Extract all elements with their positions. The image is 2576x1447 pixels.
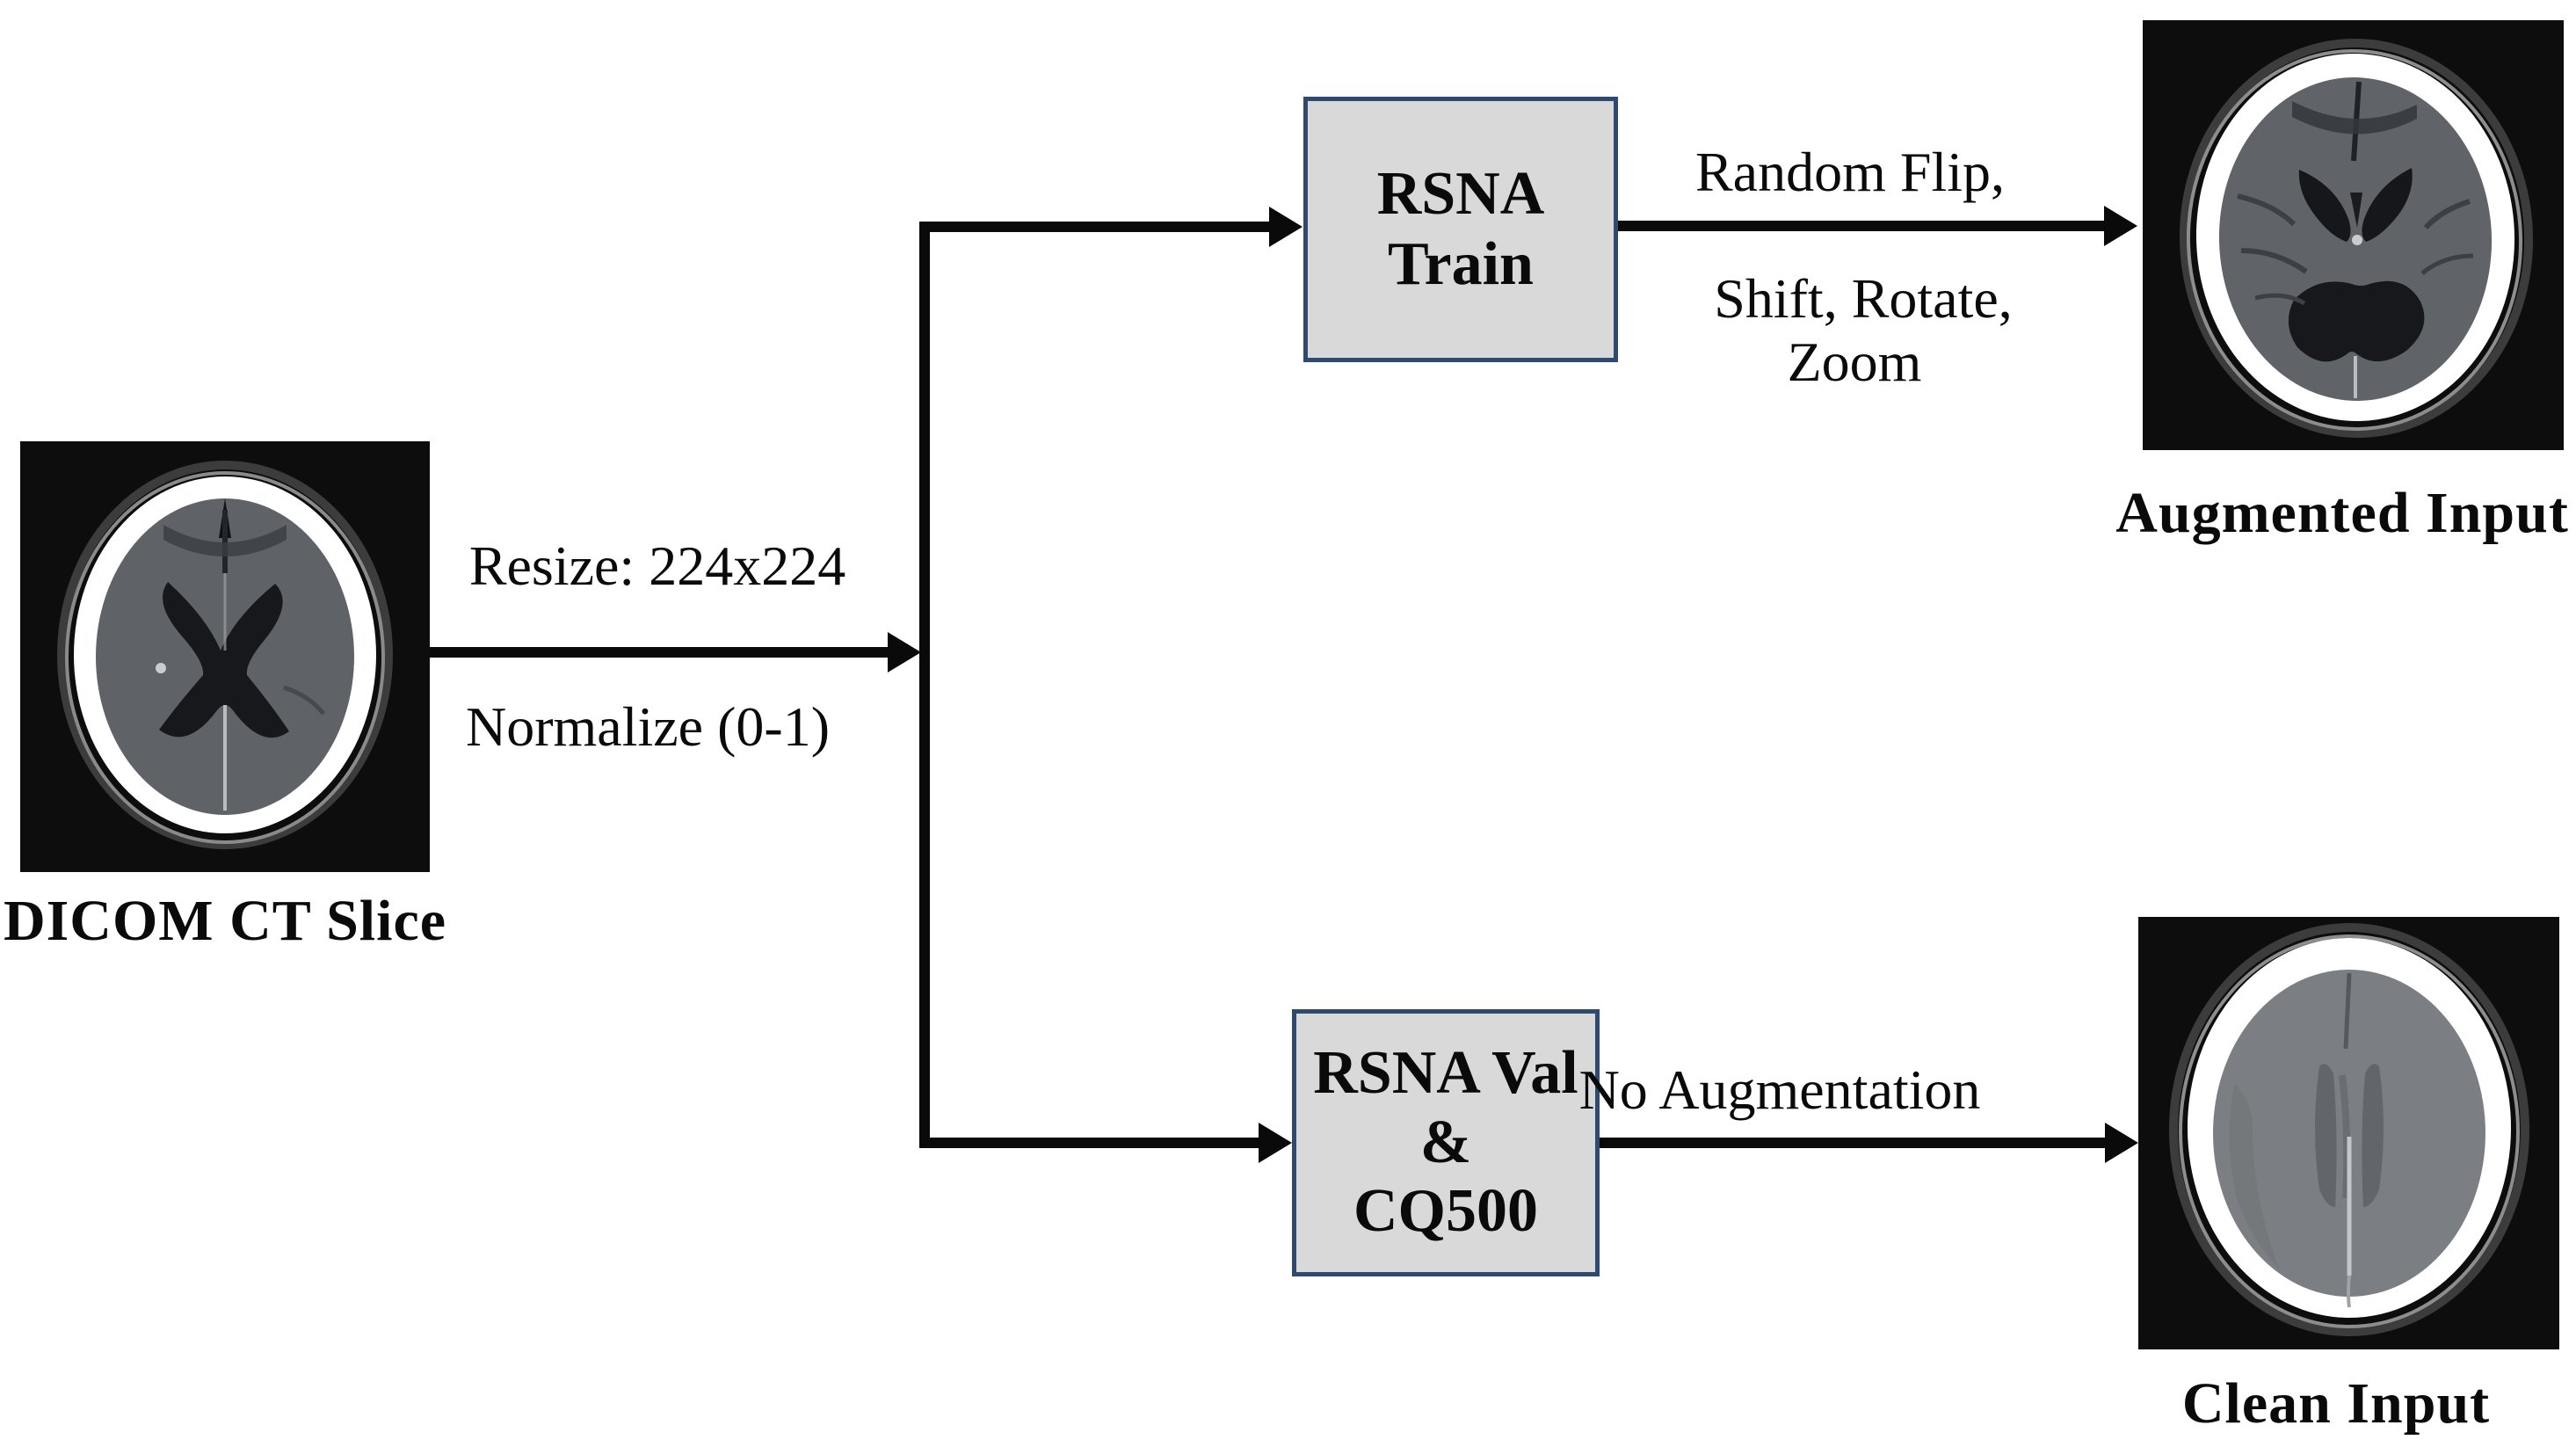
rsna-val-box-line1: RSNA Val xyxy=(1313,1039,1578,1108)
train-branch-arrow-head-icon xyxy=(1269,207,1303,247)
dicom-ct-illustration xyxy=(20,441,430,872)
augmented-ct-image xyxy=(2143,20,2564,450)
clean-ct-image xyxy=(2138,917,2559,1349)
augment-arrow-head-icon xyxy=(2104,206,2137,246)
no-augmentation-label: No Augmentation xyxy=(1578,1058,1981,1121)
clean-ct-illustration xyxy=(2138,917,2559,1349)
val-branch-arrow-line xyxy=(919,1138,1260,1148)
branch-split-line xyxy=(919,222,930,1148)
dicom-ct-caption: DICOM CT Slice xyxy=(3,889,447,953)
augment-arrow-line xyxy=(1618,221,2108,231)
augment-label-line3: Zoom xyxy=(1787,331,1922,393)
rsna-val-box: RSNA Val & CQ500 xyxy=(1292,1009,1600,1276)
preprocess-arrow-line xyxy=(430,647,890,658)
augment-label-line2: Shift, Rotate, xyxy=(1714,267,2013,330)
rsna-train-box-line2: Train xyxy=(1388,230,1534,298)
rsna-train-box: RSNA Train xyxy=(1303,97,1618,362)
rsna-val-box-line3: CQ500 xyxy=(1353,1177,1538,1246)
val-branch-arrow-head-icon xyxy=(1259,1123,1292,1163)
normalize-label: Normalize (0-1) xyxy=(465,695,831,758)
clean-arrow-line xyxy=(1600,1138,2107,1148)
clean-input-caption: Clean Input xyxy=(2181,1371,2491,1436)
rsna-train-box-line1: RSNA xyxy=(1376,159,1545,228)
resize-label: Resize: 224x224 xyxy=(468,534,846,597)
train-branch-arrow-line xyxy=(919,222,1273,232)
preprocess-arrow-head-icon xyxy=(888,632,921,673)
rsna-val-box-line2: & xyxy=(1419,1108,1472,1176)
dicom-ct-image xyxy=(20,441,430,872)
augmented-ct-illustration xyxy=(2143,20,2564,450)
augment-label-line1: Random Flip, xyxy=(1694,141,2006,203)
augmented-input-caption: Augmented Input xyxy=(2115,481,2569,545)
clean-arrow-head-icon xyxy=(2105,1123,2138,1163)
